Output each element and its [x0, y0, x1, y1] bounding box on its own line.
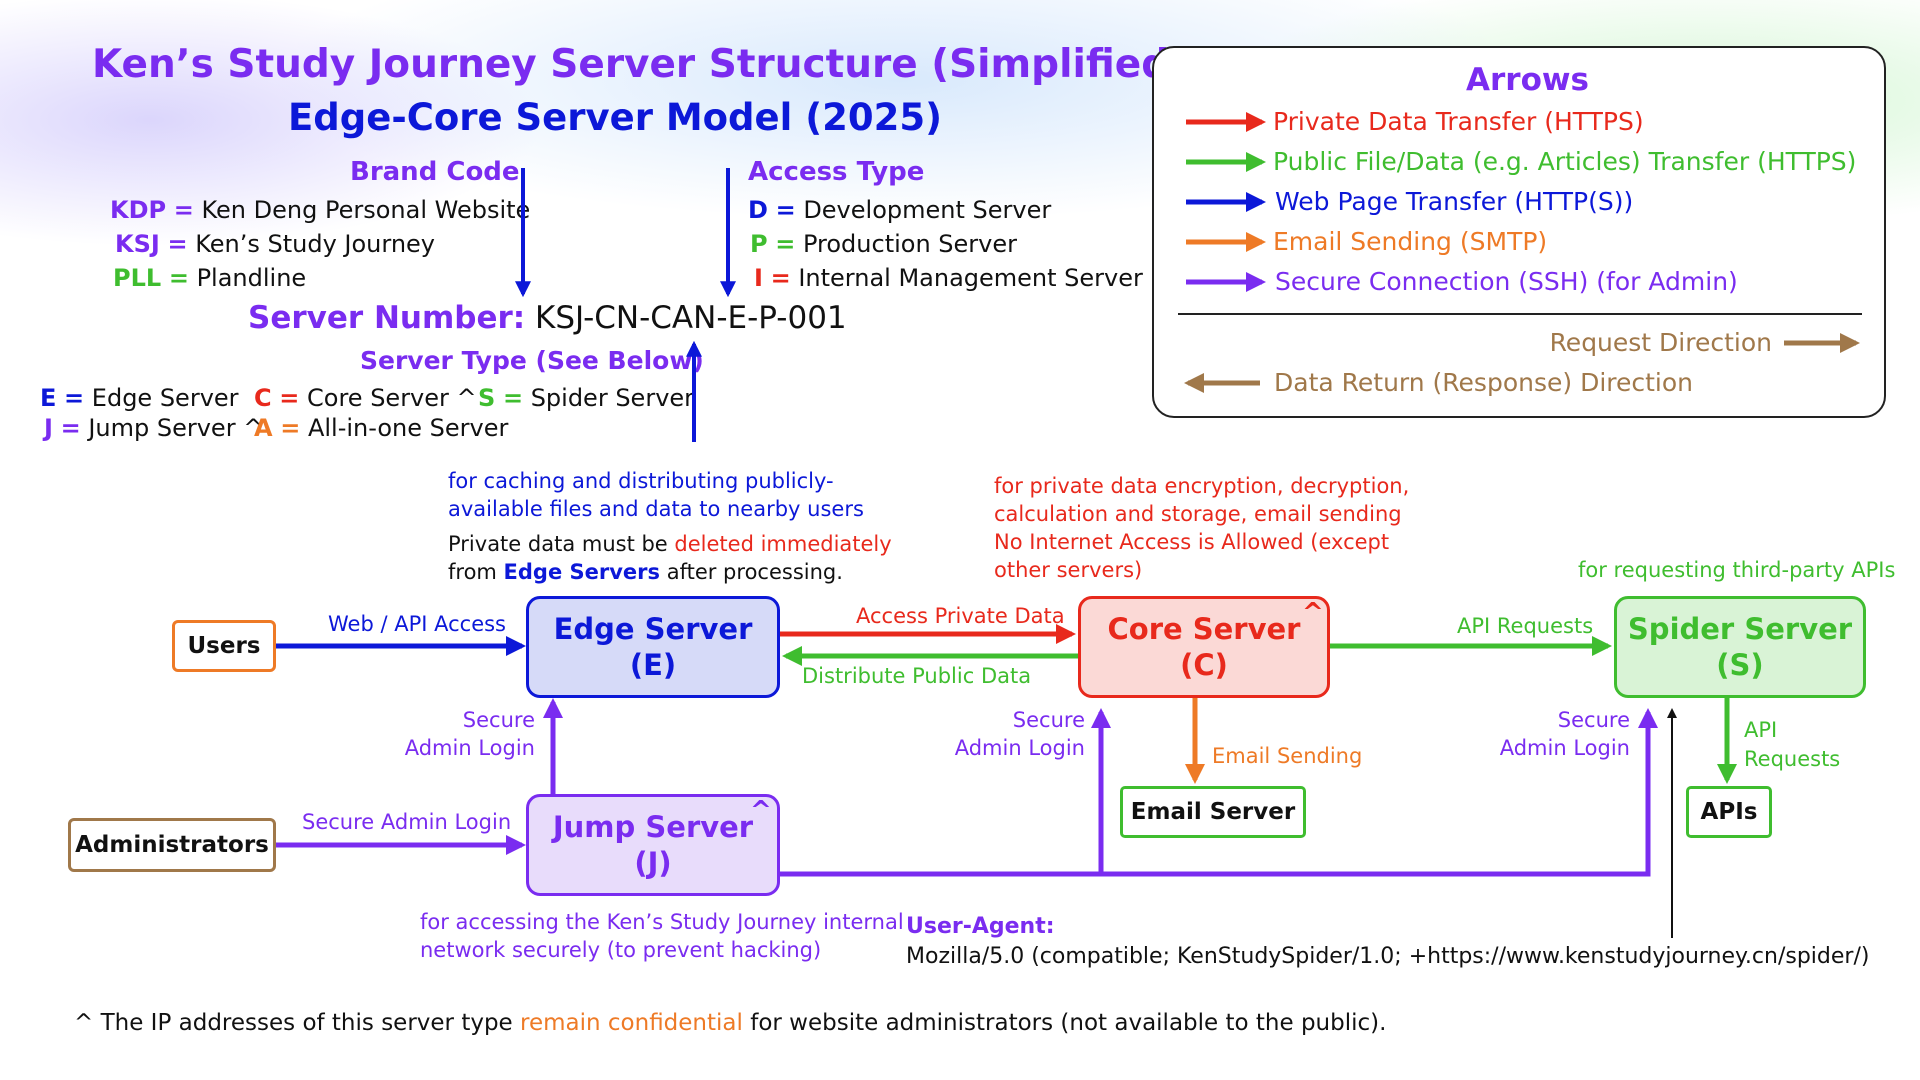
access-type-item: I = Internal Management Server	[754, 264, 1143, 292]
label-spider-admin-login: Secure Admin Login	[1499, 708, 1630, 760]
jump-trunk-line	[780, 708, 1658, 877]
jump-description: for accessing the Ken’s Study Journey in…	[420, 910, 904, 962]
page-subtitle: Edge-Core Server Model (2025)	[288, 96, 943, 139]
label-api-requests: API Requests	[1457, 614, 1594, 638]
jump-server-node: Jump Server (J)	[526, 794, 780, 896]
core-server-node: Core Server (C)	[1078, 596, 1330, 698]
label-access-private-data: Access Private Data	[856, 604, 1065, 628]
footnote: ^ The IP addresses of this server type r…	[74, 1010, 1387, 1036]
server-type-item: C = Core Server ^	[254, 384, 477, 412]
label-spider-api-requests: API Requests	[1744, 718, 1841, 771]
legend-label-ssh: Secure Connection (SSH) (for Admin)	[1275, 267, 1738, 296]
legend-label-public: Public File/Data (e.g. Articles) Transfe…	[1273, 147, 1857, 176]
edge-server-node: Edge Server (E)	[526, 596, 780, 698]
users-node: Users	[172, 620, 276, 672]
brand-code-item: KDP = Ken Deng Personal Website	[110, 196, 531, 224]
core-confidential-mark: ^	[1302, 598, 1324, 628]
legend-label-web: Web Page Transfer (HTTP(S))	[1275, 187, 1634, 216]
legend-label-email: Email Sending (SMTP)	[1273, 227, 1548, 256]
page-title: Ken’s Study Journey Server Structure (Si…	[92, 42, 1187, 87]
legend-request-direction: Request Direction	[1549, 328, 1772, 357]
spider-server-node: Spider Server (S)	[1614, 596, 1866, 698]
server-type-item: J = Jump Server ^	[44, 414, 264, 442]
server-type-item: A = All-in-one Server	[254, 414, 509, 442]
brand-code-item: PLL = Plandline	[113, 264, 307, 292]
edge-description: for caching and distributing publicly- a…	[448, 469, 864, 521]
spider-description: for requesting third-party APIs	[1578, 558, 1896, 582]
legend-box: Arrows	[1152, 46, 1886, 418]
legend-title: Arrows	[1466, 62, 1589, 98]
label-secure-admin-login: Secure Admin Login	[302, 810, 512, 834]
private-data-note: Private data must be deleted immediately…	[448, 532, 892, 584]
administrators-node: Administrators	[68, 818, 276, 872]
server-type-heading: Server Type (See Below)	[360, 346, 704, 375]
access-type-item: D = Development Server	[748, 196, 1052, 224]
label-core-admin-login: Secure Admin Login	[954, 708, 1085, 760]
jump-confidential-mark: ^	[750, 796, 772, 826]
brand-code-item: KSJ = Ken’s Study Journey	[115, 230, 436, 258]
label-edge-admin-login: Secure Admin Login	[404, 708, 535, 760]
label-distribute-public-data: Distribute Public Data	[802, 664, 1032, 688]
access-type-heading: Access Type	[748, 157, 925, 187]
user-agent-label: User-Agent:	[906, 914, 1055, 939]
brand-code-heading: Brand Code	[350, 157, 520, 187]
access-type-item: P = Production Server	[750, 230, 1018, 258]
server-type-item: S = Spider Server	[478, 384, 695, 412]
user-agent-value: Mozilla/5.0 (compatible; KenStudySpider/…	[906, 944, 1870, 969]
apis-node: APIs	[1686, 786, 1772, 838]
server-number: Server Number: KSJ-CN-CAN-E-P-001	[248, 300, 847, 336]
email-server-node: Email Server	[1120, 786, 1306, 838]
core-description: for private data encryption, decryption,…	[994, 474, 1410, 582]
label-web-api-access: Web / API Access	[328, 612, 506, 636]
legend-response-direction: Data Return (Response) Direction	[1274, 368, 1694, 397]
server-type-item: E = Edge Server	[40, 384, 239, 412]
label-email-sending: Email Sending	[1212, 744, 1363, 768]
legend-label-private: Private Data Transfer (HTTPS)	[1273, 107, 1644, 136]
